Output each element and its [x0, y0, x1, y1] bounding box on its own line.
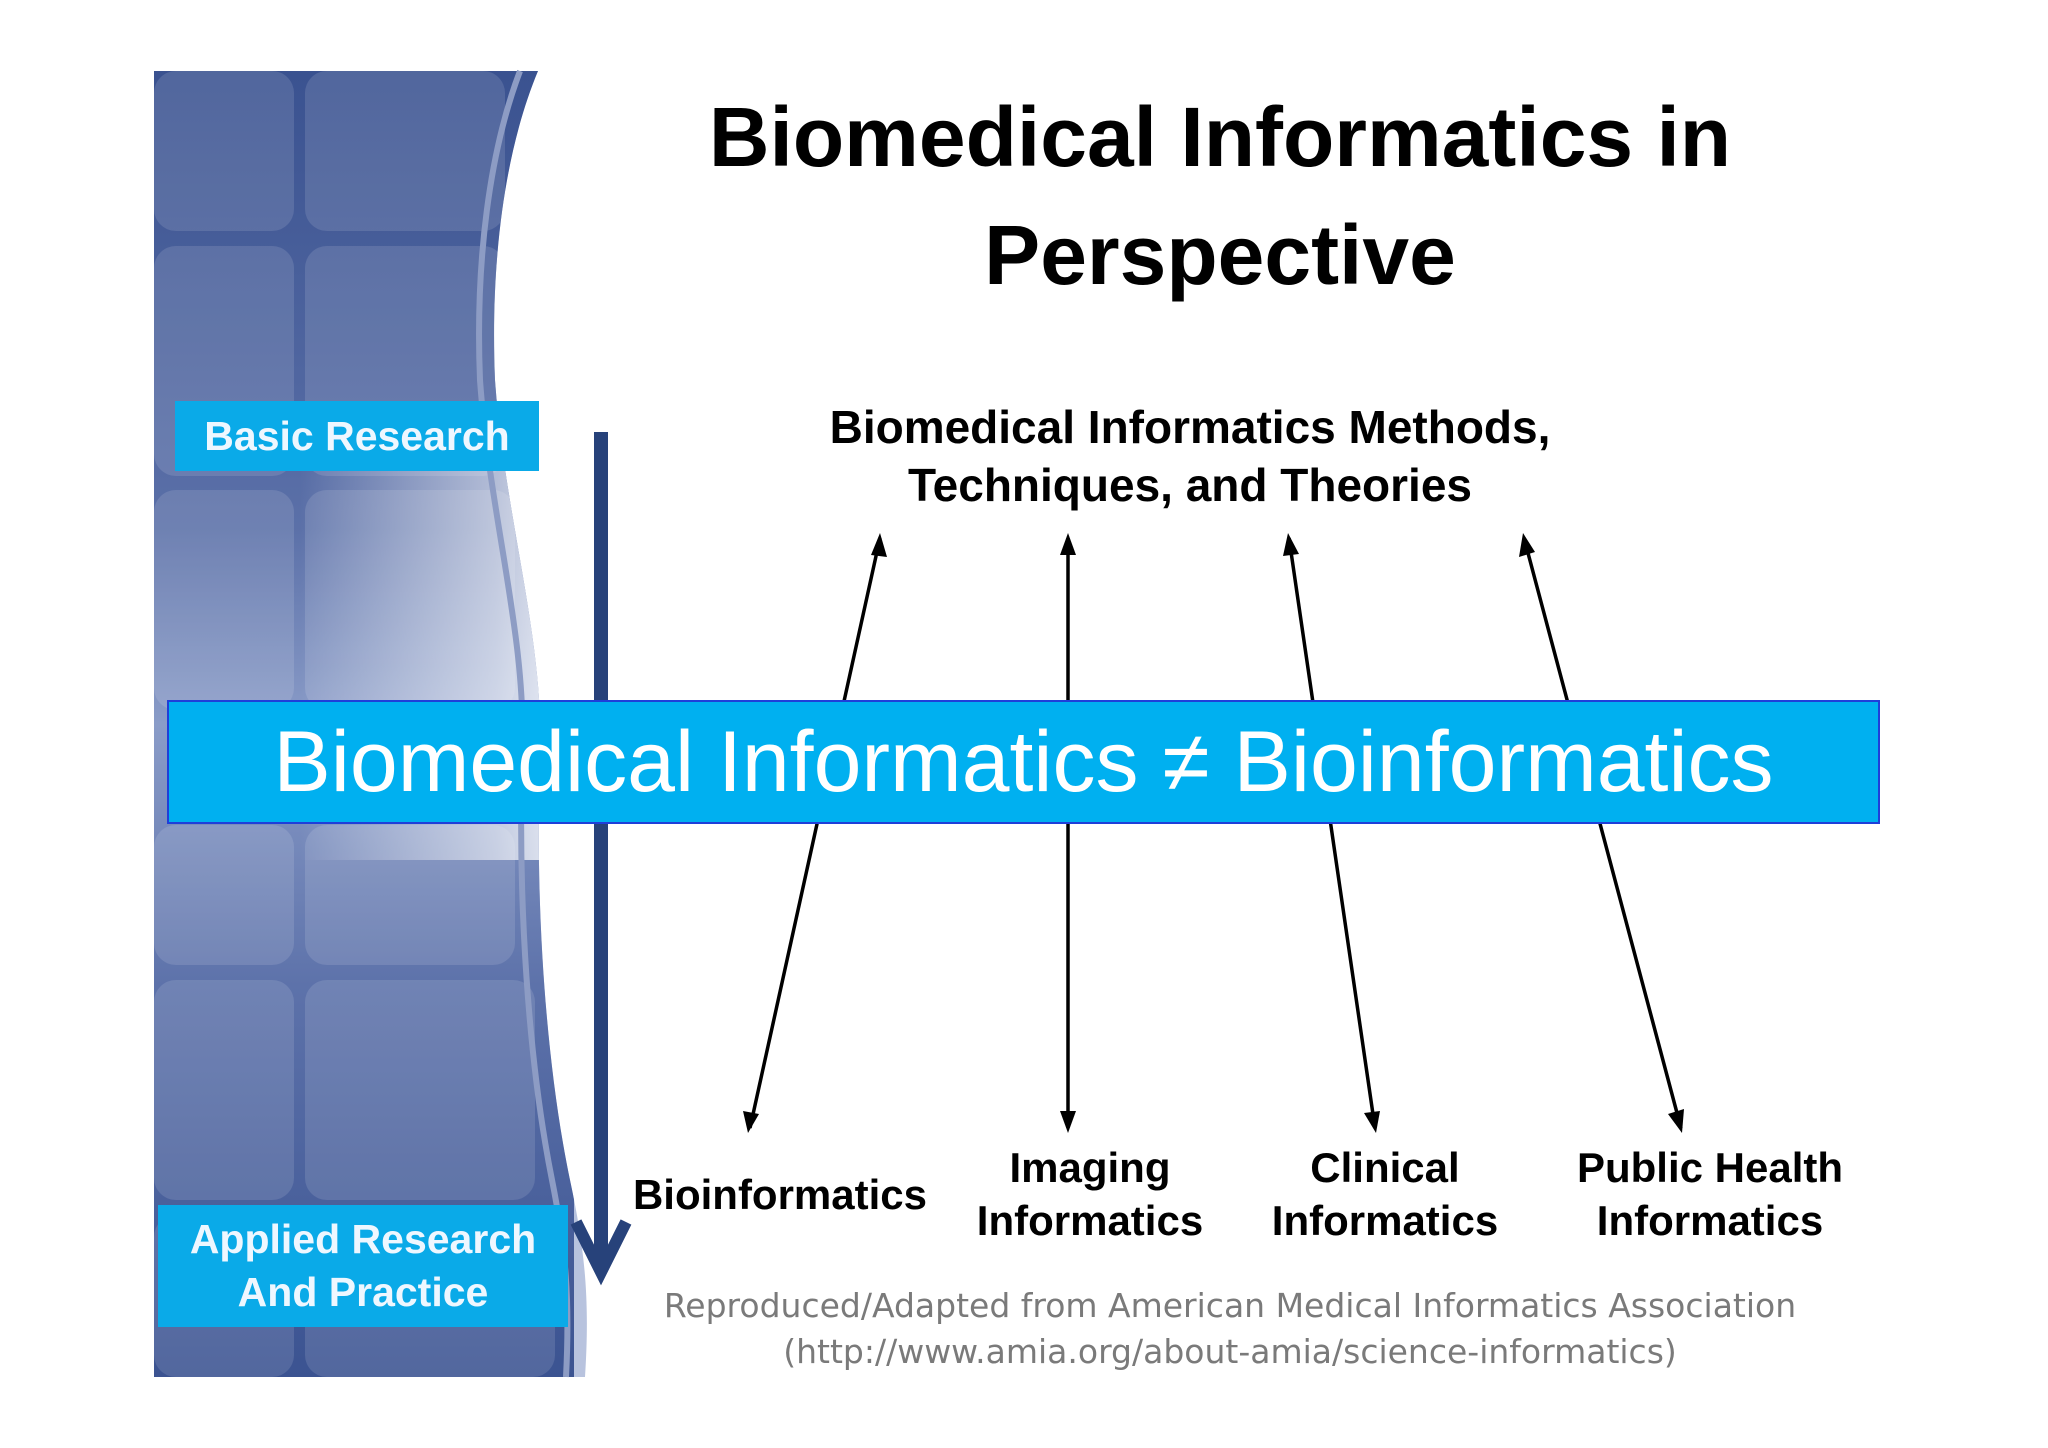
applied-research-line1: Applied Research [189, 1216, 537, 1262]
research-axis-arrowhead [570, 1219, 632, 1286]
area-clinical-line1: Clinical [1310, 1144, 1460, 1191]
area-imaging-line1: Imaging [1009, 1144, 1171, 1191]
area-public-line1: Public Health [1576, 1144, 1844, 1191]
methods-heading-line2: Techniques, and Theories [907, 459, 1473, 511]
source-credit-line2: (http://www.amia.org/about-amia/science-… [783, 1332, 1677, 1371]
source-credit-line1: Reproduced/Adapted from American Medical… [663, 1286, 1797, 1325]
source-credit: Reproduced/Adapted from American Medical… [620, 1283, 1840, 1375]
area-imaging-informatics: Imaging Informatics [940, 1141, 1240, 1247]
slide-title-line1: Biomedical Informatics in [708, 90, 1732, 184]
basic-research-label: Basic Research [175, 401, 539, 471]
arrow-bioinformatics [748, 537, 882, 1129]
arrow-public-health [1522, 537, 1683, 1129]
arrow-clinical [1287, 537, 1377, 1129]
area-bioinformatics: Bioinformatics [632, 1171, 928, 1218]
methods-heading: Biomedical Informatics Methods, Techniqu… [720, 398, 1660, 514]
slide-title: Biomedical Informatics in Perspective [600, 78, 1840, 314]
methods-heading-line1: Biomedical Informatics Methods, [829, 401, 1551, 453]
area-clinical-informatics: Clinical Informatics [1245, 1141, 1525, 1247]
area-public-health-informatics: Public Health Informatics [1560, 1141, 1860, 1247]
slide-title-line2: Perspective [984, 208, 1456, 302]
area-clinical-line2: Informatics [1271, 1197, 1499, 1244]
applied-research-label: Applied Research And Practice [158, 1205, 568, 1327]
area-imaging-line2: Informatics [976, 1197, 1204, 1244]
banner: Biomedical Informatics ≠ Bioinformatics [167, 700, 1880, 824]
area-public-line2: Informatics [1596, 1197, 1824, 1244]
applied-research-line2: And Practice [237, 1269, 489, 1315]
